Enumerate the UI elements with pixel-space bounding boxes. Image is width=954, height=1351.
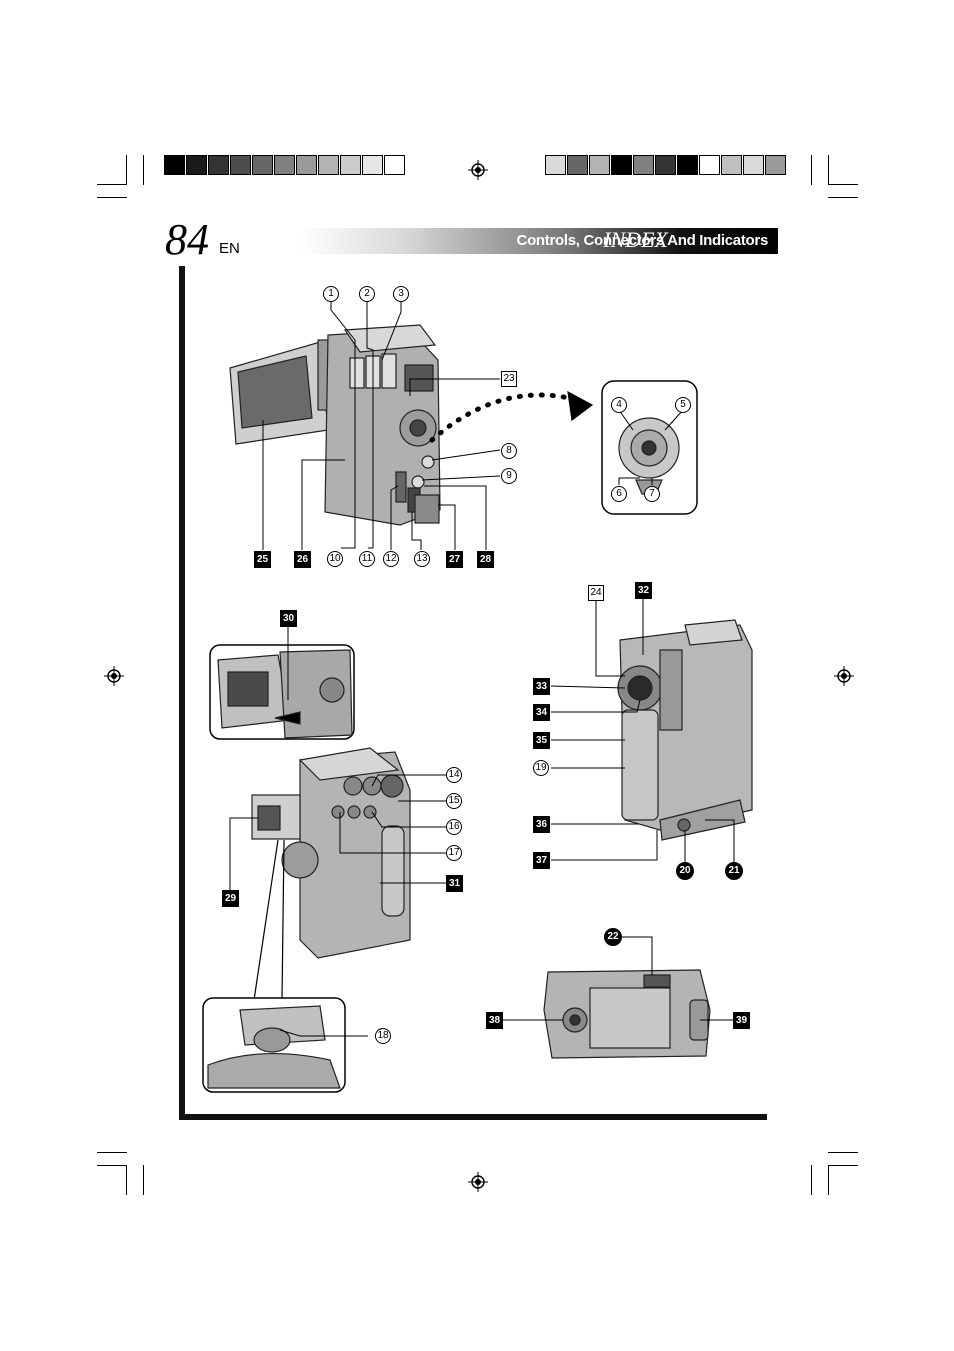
callout-30: 30 <box>280 610 297 627</box>
page-language: EN <box>219 240 240 257</box>
callout-32: 32 <box>635 582 652 599</box>
callout-14: 14 <box>446 767 462 783</box>
color-swatch <box>567 155 588 175</box>
color-swatch <box>545 155 566 175</box>
color-swatch <box>186 155 207 175</box>
camcorder-lcd-open-illustration <box>229 324 441 526</box>
callout-38: 38 <box>486 1012 503 1029</box>
callout-36: 36 <box>533 816 550 833</box>
callout-23: 23 <box>501 371 517 387</box>
callout-6: 6 <box>611 486 627 502</box>
callout-26: 26 <box>294 551 311 568</box>
callout-25: 25 <box>254 551 271 568</box>
callout-13: 13 <box>414 551 430 567</box>
color-swatch <box>699 155 720 175</box>
callout-33: 33 <box>533 678 550 695</box>
section-header-bar <box>300 228 778 254</box>
callout-24: 24 <box>588 585 604 601</box>
callout-35: 35 <box>533 732 550 749</box>
color-swatch <box>743 155 764 175</box>
registration-mark-icon <box>104 666 124 686</box>
callout-22: 22 <box>604 928 622 946</box>
callout-11: 11 <box>359 551 375 567</box>
color-swatch <box>318 155 339 175</box>
callout-16: 16 <box>446 819 462 835</box>
callout-29: 29 <box>222 890 239 907</box>
callout-39: 39 <box>733 1012 750 1029</box>
color-swatch <box>655 155 676 175</box>
callout-5: 5 <box>675 397 691 413</box>
color-swatch <box>362 155 383 175</box>
color-swatch <box>274 155 295 175</box>
callout-4: 4 <box>611 397 627 413</box>
color-swatch <box>633 155 654 175</box>
color-swatch <box>721 155 742 175</box>
callout-7: 7 <box>644 486 660 502</box>
registration-mark-icon <box>468 1172 488 1192</box>
page-number: 84 <box>165 215 209 264</box>
callout-12: 12 <box>383 551 399 567</box>
color-swatch <box>589 155 610 175</box>
frame-left-rule <box>179 266 185 1120</box>
color-swatch <box>296 155 317 175</box>
color-swatch <box>208 155 229 175</box>
grayscale-bar-right <box>545 155 787 177</box>
callout-9: 9 <box>501 468 517 484</box>
callout-8: 8 <box>501 443 517 459</box>
grayscale-bar-left <box>164 155 406 177</box>
color-swatch <box>340 155 361 175</box>
color-swatch <box>252 155 273 175</box>
section-label: INDEX <box>603 227 668 252</box>
callout-34: 34 <box>533 704 550 721</box>
callout-21: 21 <box>725 862 743 880</box>
registration-mark-icon <box>834 666 854 686</box>
callout-31: 31 <box>446 875 463 892</box>
callout-19: 19 <box>533 760 549 776</box>
color-swatch <box>677 155 698 175</box>
callout-10: 10 <box>327 551 343 567</box>
registration-mark-icon <box>468 160 488 180</box>
callout-37: 37 <box>533 852 550 869</box>
callout-20: 20 <box>676 862 694 880</box>
callout-28: 28 <box>477 551 494 568</box>
page-title: Controls, Connectors And Indicators <box>516 232 769 249</box>
color-swatch <box>384 155 405 175</box>
callout-3: 3 <box>393 286 409 302</box>
color-swatch <box>164 155 185 175</box>
color-swatch <box>230 155 251 175</box>
color-swatch <box>611 155 632 175</box>
callout-15: 15 <box>446 793 462 809</box>
callout-1: 1 <box>323 286 339 302</box>
callout-17: 17 <box>446 845 462 861</box>
frame-bottom-rule <box>179 1114 767 1120</box>
callout-18: 18 <box>375 1028 391 1044</box>
callout-27: 27 <box>446 551 463 568</box>
callout-2: 2 <box>359 286 375 302</box>
color-swatch <box>765 155 786 175</box>
